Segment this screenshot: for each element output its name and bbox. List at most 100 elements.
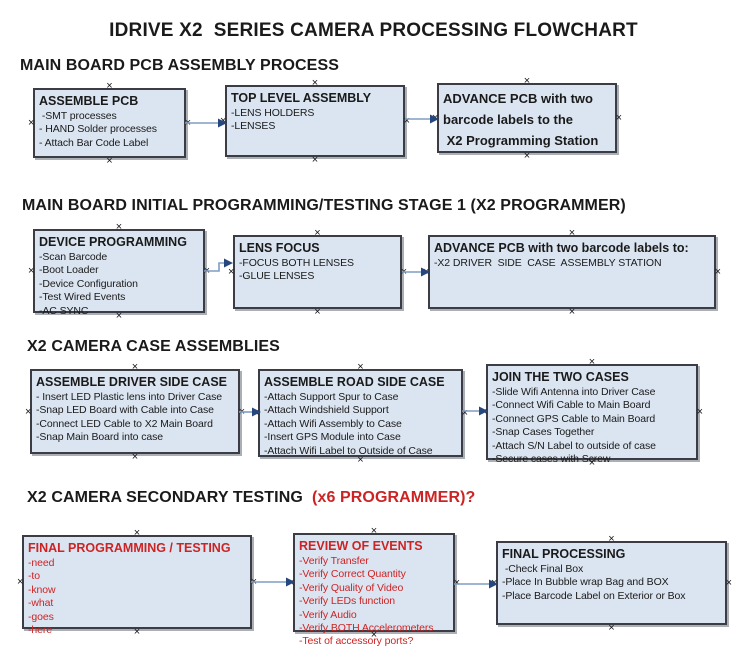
connection-handle-icon: × <box>588 356 596 368</box>
box-item: -here <box>28 624 53 637</box>
connection-handle-icon: × <box>17 576 24 588</box>
connection-handle-icon: × <box>314 227 321 239</box>
box-title: ADVANCE PCB with two barcode labels to t… <box>443 91 599 148</box>
box-item: -goes <box>28 610 54 623</box>
box-title: FINAL PROGRAMMING / TESTING <box>28 541 231 555</box>
box-item: -Verify LEDs function <box>299 595 395 608</box>
connection-handle-icon: × <box>608 622 615 634</box>
box-item: -Device Configuration <box>39 277 138 290</box>
box-item: -Connect Wifi Cable to Main Board <box>492 399 651 412</box>
box-item: -Snap LED Board with Cable into Case <box>36 404 214 417</box>
connection-handle-icon: × <box>311 154 319 166</box>
connection-handle-icon: × <box>725 577 732 589</box>
connection-handle-icon: × <box>568 306 576 318</box>
page-title: IDRIVE X2 SERIES CAMERA PROCESSING FLOWC… <box>109 20 638 41</box>
section-heading-pcb-assembly: MAIN BOARD PCB ASSEMBLY PROCESS <box>20 57 339 74</box>
connection-handle-icon: × <box>115 221 123 233</box>
box-item: -Attach Windshield Support <box>264 404 389 417</box>
flow-arrow-icon[interactable] <box>453 577 499 591</box>
box-item: -Verify Quality of Video <box>299 581 404 594</box>
flow-arrow-icon[interactable] <box>203 257 235 275</box>
box-item: - HAND Solder processes <box>39 123 157 136</box>
box-item: - Attach Bar Code Label <box>39 136 149 149</box>
box-title: REVIEW OF EVENTS <box>299 539 423 553</box>
flow-arrow-icon[interactable] <box>238 405 262 419</box>
box-item: -Slide Wifi Antenna into Driver Case <box>492 386 656 398</box>
flow-box-assemble-pcb[interactable]: ASSEMBLE PCB -SMT processes- HAND Solder… <box>28 81 191 167</box>
box-item: -Verify Audio <box>299 608 357 621</box>
section-heading-secondary-testing-red: (x6 PROGRAMMER)? <box>312 489 476 506</box>
connection-handle-icon: × <box>311 77 319 89</box>
box-item: -Connect GPS Cable to Main Board <box>492 412 656 425</box>
connection-handle-icon: × <box>25 405 32 418</box>
box-item: -what <box>28 597 54 610</box>
flow-box-advance-pcb-to-driver-side-case-station[interactable]: ADVANCE PCB with two barcode labels to: … <box>423 228 721 318</box>
box-item: -Insert GPS Module into Case <box>264 431 401 444</box>
box-title: JOIN THE TWO CASES <box>492 370 629 384</box>
connection-handle-icon: × <box>133 527 141 539</box>
box-item: -Verify Transfer <box>299 555 369 567</box>
box-item: -SMT processes <box>39 110 117 122</box>
box-title: DEVICE PROGRAMMING <box>39 235 187 249</box>
connection-handle-icon: × <box>131 361 139 373</box>
box-item: -Attach Wifi Label to Outside of Case <box>264 444 433 457</box>
box-item: -Place In Bubble wrap Bag and BOX <box>502 576 669 589</box>
connection-handle-icon: × <box>131 451 139 463</box>
flow-box-assemble-road-side-case[interactable]: ASSEMBLE ROAD SIDE CASE -Attach Support … <box>253 362 468 466</box>
connection-handle-icon: × <box>523 75 531 87</box>
flow-box-join-the-two-cases[interactable]: JOIN THE TWO CASES -Slide Wifi Antenna i… <box>481 357 703 469</box>
section-heading-secondary-testing-black: X2 CAMERA SECONDARY TESTING <box>27 489 313 506</box>
box-item: -X2 DRIVER SIDE CASE ASSEMBLY STATION <box>434 257 662 269</box>
box-title: ASSEMBLE DRIVER SIDE CASE <box>36 375 228 389</box>
box-item: -Test of accessory ports? <box>299 635 414 648</box>
box-items: -FOCUS BOTH LENSES-GLUE LENSES <box>239 257 396 284</box>
flow-arrow-icon[interactable] <box>404 112 440 126</box>
box-item: -need <box>28 557 55 569</box>
box-item: - Insert LED Plastic lens into Driver Ca… <box>36 391 223 403</box>
box-item: -GLUE LENSES <box>239 270 315 283</box>
connection-handle-icon: × <box>568 227 576 239</box>
flow-box-final-processing[interactable]: FINAL PROCESSING -Check Final Box-Place … <box>491 534 732 634</box>
flow-arrow-icon[interactable] <box>184 116 228 130</box>
section-heading-secondary-testing: X2 CAMERA SECONDARY TESTING (x6 PROGRAMM… <box>27 489 475 507</box>
box-items: - Insert LED Plastic lens into Driver Ca… <box>36 391 234 445</box>
box-items: -Attach Support Spur to Case-Attach Wind… <box>264 391 457 458</box>
connection-handle-icon: × <box>696 406 703 418</box>
section-heading-case-assemblies: X2 CAMERA CASE ASSEMBLIES <box>27 338 280 355</box>
flow-box-review-of-events[interactable]: REVIEW OF EVENTS -Verify Transfer-Verify… <box>288 526 460 648</box>
box-item: -know <box>28 583 56 596</box>
box-item: -to <box>28 570 40 583</box>
box-title: ASSEMBLE ROAD SIDE CASE <box>264 375 445 389</box>
box-item: -Test Wired Events <box>39 291 126 304</box>
connection-handle-icon: × <box>314 306 321 318</box>
box-item: -Attach Support Spur to Case <box>264 391 399 403</box>
box-item: -Snap Cases Together <box>492 426 595 439</box>
box-item: -FOCUS BOTH LENSES <box>239 257 354 269</box>
box-title: ASSEMBLE PCB <box>39 94 139 108</box>
connection-handle-icon: × <box>615 112 622 124</box>
connection-handle-icon: × <box>28 117 35 129</box>
box-items: -need-to-know-what-goes-here <box>28 557 246 637</box>
flow-box-lens-focus[interactable]: LENS FOCUS -FOCUS BOTH LENSES-GLUE LENSE… <box>228 228 407 318</box>
box-item: -AC SYNC <box>39 304 89 317</box>
flow-box-final-programming-testing[interactable]: FINAL PROGRAMMING / TESTING -need-to-kno… <box>17 528 257 638</box>
connection-handle-icon: × <box>106 155 113 167</box>
flow-box-device-programming[interactable]: DEVICE PROGRAMMING -Scan Barcode-Boot Lo… <box>28 222 210 322</box>
flow-box-top-level-assembly[interactable]: TOP LEVEL ASSEMBLY -LENS HOLDERS-LENSES … <box>220 78 410 166</box>
flow-box-advance-pcb-to-programming-station[interactable]: ADVANCE PCB with two barcode labels to t… <box>432 76 622 162</box>
flow-arrow-icon[interactable] <box>401 265 431 279</box>
box-item: -LENS HOLDERS <box>231 107 315 119</box>
box-item: -Verify Correct Quantity <box>299 568 406 581</box>
box-items: -Slide Wifi Antenna into Driver Case-Con… <box>492 386 692 466</box>
flow-arrow-icon[interactable] <box>250 575 296 589</box>
flow-arrow-icon[interactable] <box>461 404 489 418</box>
flow-box-assemble-driver-side-case[interactable]: ASSEMBLE DRIVER SIDE CASE - Insert LED P… <box>25 362 245 463</box>
box-items: -X2 DRIVER SIDE CASE ASSEMBLY STATION <box>434 257 710 270</box>
box-item: -Secure cases with Screw <box>492 453 611 466</box>
box-item: -Place Barcode Label on Exterior or Box <box>502 589 686 602</box>
connection-handle-icon: × <box>523 150 531 162</box>
box-item: -Connect LED Cable to X2 Main Board <box>36 417 213 430</box>
box-title: LENS FOCUS <box>239 241 320 255</box>
connection-handle-icon: × <box>714 266 721 278</box>
